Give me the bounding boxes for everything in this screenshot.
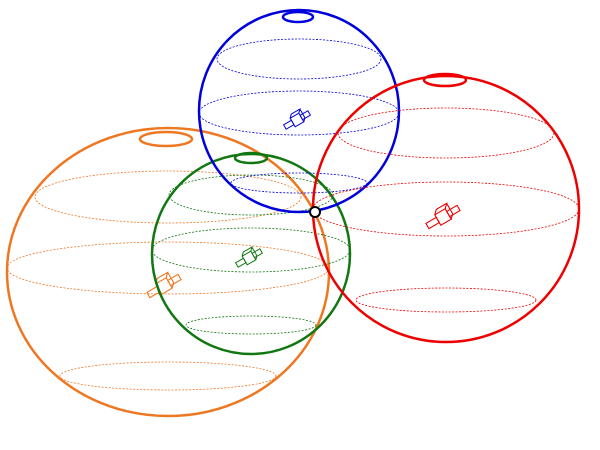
blue-sphere-cap <box>281 10 315 24</box>
blue-sphere <box>197 8 401 214</box>
satellite-icon <box>146 271 182 299</box>
red-sphere-latitude-bottom <box>355 287 537 313</box>
red-sphere-cap <box>422 72 468 88</box>
orange-sphere-cap <box>138 130 194 148</box>
red-sphere-latitude-top <box>337 107 555 159</box>
red-sphere-latitude-equator <box>312 181 580 237</box>
green-sphere-cap <box>233 151 269 165</box>
green-sphere <box>150 151 352 356</box>
orange-sphere-latitude-equator <box>6 241 330 295</box>
blue-sphere-latitude-top <box>216 38 382 80</box>
orange-sphere-latitude-bottom <box>59 361 277 391</box>
red-sphere <box>311 72 581 344</box>
green-sphere-latitude-top <box>168 174 334 216</box>
blue-sphere-latitude-equator <box>198 90 400 136</box>
green-sphere-latitude-bottom <box>185 315 317 335</box>
satellite-icon <box>234 246 264 268</box>
satellite-icon <box>282 108 312 130</box>
orange-sphere <box>5 126 331 418</box>
blue-sphere-latitude-bottom <box>230 172 368 194</box>
satellite-icon <box>425 202 461 230</box>
orange-sphere-latitude-top <box>34 170 302 224</box>
red-sphere-outline <box>311 74 581 344</box>
position-point-icon <box>309 206 321 218</box>
green-sphere-latitude-equator <box>151 227 351 273</box>
